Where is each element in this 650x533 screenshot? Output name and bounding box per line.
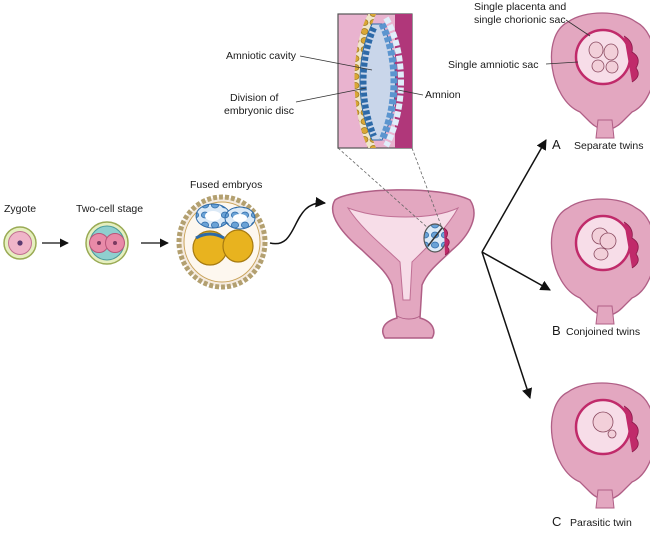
arrow-fused-to-uterus: [269, 196, 327, 245]
arrow-to-conjoined: [481, 251, 551, 291]
zygote: [3, 226, 37, 260]
fused-embryos: [176, 194, 268, 290]
division-label-line1: Division of: [230, 92, 279, 104]
zygote-label: Zygote: [4, 203, 36, 215]
outcome-b-caption: Conjoined twins: [566, 326, 640, 338]
arrow-to-parasitic: [481, 251, 533, 399]
outcome-c-caption: Parasitic twin: [570, 517, 632, 529]
division-label-line2: embryonic disc: [224, 105, 294, 117]
outcome-a-caption: Separate twins: [574, 140, 643, 152]
leader-amnion: [397, 89, 424, 96]
outcome-a-letter: A: [552, 137, 561, 152]
leader-placenta: [565, 19, 591, 37]
outcome-uterus-c: [550, 382, 650, 509]
fused-embryos-label: Fused embryos: [190, 179, 262, 191]
placenta-label-line2: single chorionic sac: [474, 14, 566, 26]
placenta-label-line1: Single placenta and: [474, 1, 566, 13]
amniotic-cavity-label: Amniotic cavity: [226, 50, 297, 62]
outcome-uterus-a: [550, 12, 650, 139]
two-cell-label: Two-cell stage: [76, 203, 143, 215]
outcome-uterus-b: [550, 198, 650, 325]
embryonic-disc-inset: [337, 13, 413, 149]
leader-division: [295, 87, 367, 103]
two-cell-embryo: [85, 221, 129, 265]
callout-line-left: [337, 147, 429, 229]
outcome-c-letter: C: [552, 514, 561, 529]
leader-amniotic-cavity: [299, 55, 373, 71]
amnion-label: Amnion: [425, 89, 461, 101]
outcome-b-letter: B: [552, 323, 561, 338]
leader-single-amniotic: [545, 61, 579, 65]
callout-line-right: [411, 147, 443, 229]
single-amniotic-label: Single amniotic sac: [448, 59, 538, 71]
arrow-to-separate: [481, 139, 547, 253]
uterus: [331, 189, 475, 339]
